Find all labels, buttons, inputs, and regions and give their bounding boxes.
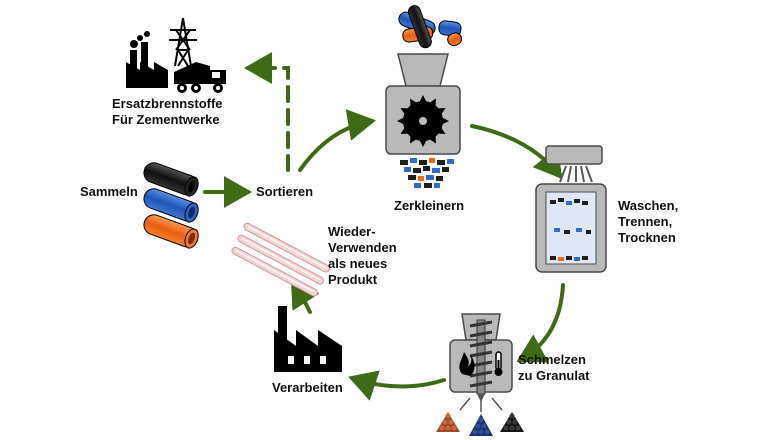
power-pylon-icon [169, 17, 197, 67]
saw-blade-icon [397, 95, 449, 147]
arrow-waschen-schmelzen [516, 283, 565, 363]
washing-machine [535, 145, 607, 273]
label-wiederverwenden: Wieder- Verwenden als neues Produkt [328, 224, 397, 287]
collected-pipes [143, 162, 199, 249]
feed-pipes [398, 5, 463, 49]
granulate-arrows [459, 397, 503, 412]
factory-icon [274, 306, 342, 372]
arrow-schmelzen-verarbeiten [348, 370, 446, 401]
label-ersatzbrennstoffe: Ersatzbrennstoffe Für Zementwerke [112, 96, 223, 127]
new-pipes-product [231, 222, 331, 297]
thermometer-icon [494, 351, 503, 376]
wash-contents [550, 198, 591, 261]
extruder-machine [436, 313, 524, 436]
granulate-piles [436, 412, 524, 436]
shredded-pieces [400, 158, 454, 188]
shredder-machine [385, 5, 463, 188]
label-sortieren: Sortieren [256, 184, 314, 199]
shower-head-icon [559, 165, 593, 183]
flame-icon [459, 352, 475, 376]
concrete-mixer-truck-icon [174, 62, 226, 93]
label-schmelzen: Schmelzen zu Granulat [518, 352, 590, 383]
label-zerkleinern: Zerkleinern [394, 198, 465, 213]
arrow-sortieren-ersatz [244, 52, 290, 172]
arrow-sortieren-zerkleinern [298, 109, 376, 172]
label-verarbeiten: Verarbeiten [272, 380, 343, 395]
arrow-zerkleinern-waschen [470, 124, 563, 180]
process-arrows [203, 52, 565, 401]
screw-extruder-icon [469, 319, 493, 402]
factory-icon [126, 31, 168, 88]
label-waschen: Waschen, Trennen, Trocknen [618, 198, 679, 245]
label-sammeln: Sammeln [80, 184, 138, 199]
